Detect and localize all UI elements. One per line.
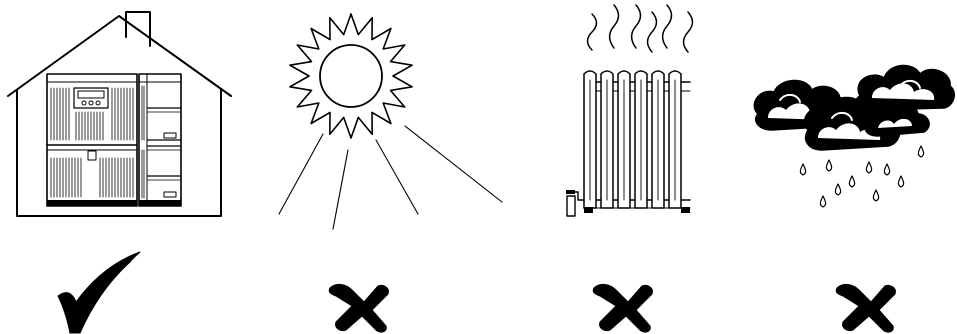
check-mark-icon [58, 252, 140, 333]
cross-mark-icon-heater [593, 284, 652, 332]
ups-cabinet-main [47, 74, 137, 206]
sun-icon [279, 14, 502, 229]
house-with-ups-cabinet-icon [8, 12, 231, 216]
raindrops [800, 146, 923, 207]
radiator-heat-icon [566, 5, 693, 216]
cross-mark-icon-rain [836, 284, 895, 332]
battery-cabinet [139, 74, 181, 206]
heat-waves [588, 5, 693, 52]
cross-mark-icon-sun [329, 284, 388, 332]
rain-cloud-icon [754, 65, 954, 207]
